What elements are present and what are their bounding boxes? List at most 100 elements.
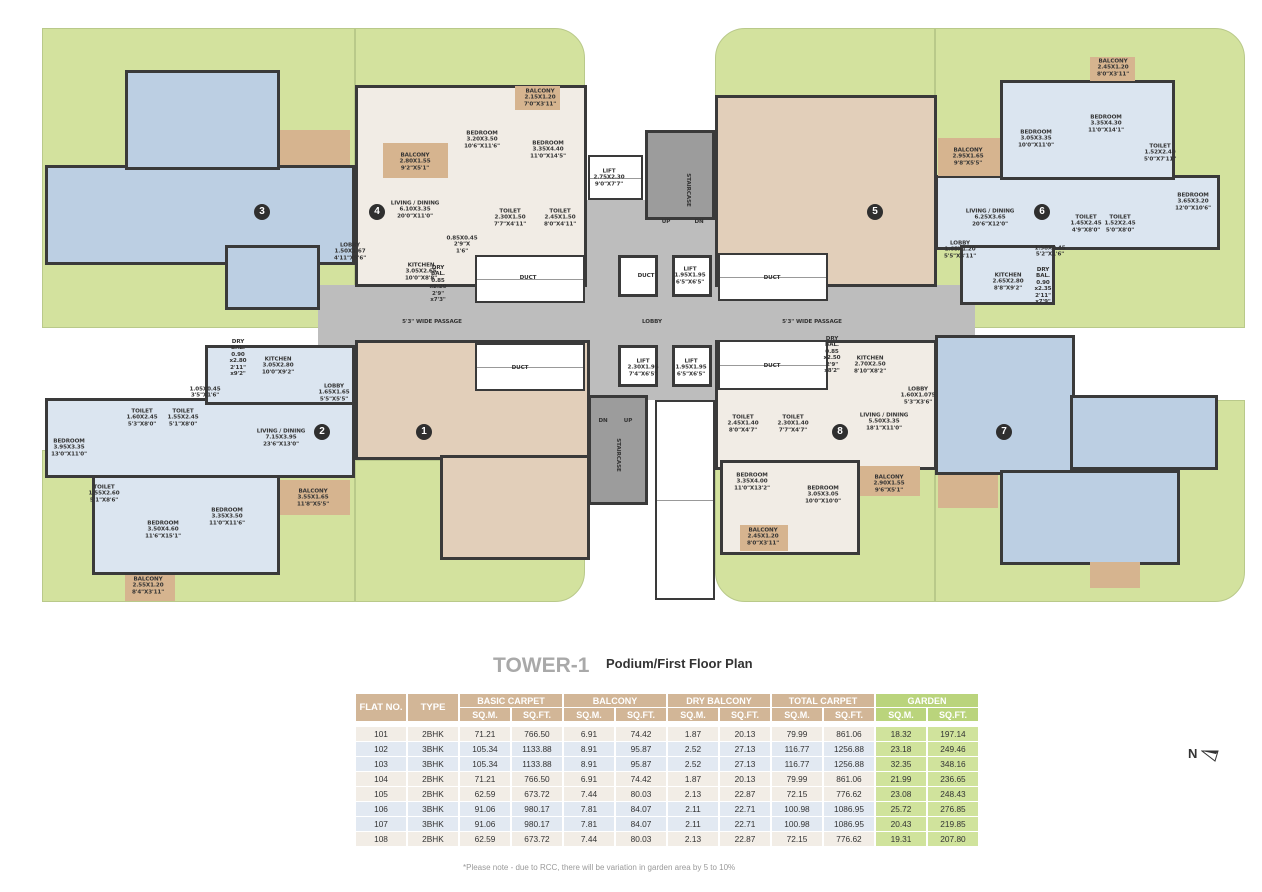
table-cell: 25.72 [876,802,926,816]
table-cell: 105 [356,787,406,801]
room-label: BALCONY 2.45X1.20 8'0"X3'11" [1096,58,1130,78]
table-cell: 105.34 [460,742,510,756]
balcony [938,138,1000,176]
room-label: 1.58X0.45 5'2"X1'6" [1034,245,1066,258]
staircase [645,130,715,220]
north-arrow-icon [1200,750,1219,762]
table-cell: 1256.88 [824,742,874,756]
header-garden: GARDEN [876,694,978,707]
table-cell: 103 [356,757,406,771]
table-cell: 6.91 [564,772,614,786]
room-label: UP [661,218,671,225]
unit-6-bedrooms [1000,80,1175,180]
table-cell: 62.59 [460,787,510,801]
room-label: LIVING / DINING 7.15X3.95 23'6"X13'0" [256,428,306,448]
table-cell: 21.99 [876,772,926,786]
room-label: LIFT 1.95X1.95 6'5"X6'5" [675,358,707,378]
table-cell: 7.81 [564,802,614,816]
floor-title: Podium/First Floor Plan [606,656,753,671]
room-label: LIFT 2.30X1.95 7'4"X6'5" [627,358,659,378]
room-label: LOBBY 1.65X1.20 5'5"X3'11" [943,240,977,260]
unit-number-3: 3 [254,204,270,220]
unit-number-4: 4 [369,204,385,220]
lift [618,255,658,297]
header-sqft: SQ.FT. [824,708,874,721]
unit-number-8: 8 [832,424,848,440]
table-cell: 2.52 [668,757,718,771]
room-label: DRY BAL. 0.85 x2.20 2'9" x7'3" [429,264,447,303]
room-label: 5'3" WIDE PASSAGE [782,318,842,325]
room-label: LIVING / DINING 6.10X3.35 20'0"X11'0" [390,200,440,220]
table-cell: 74.42 [616,772,666,786]
room-label: TOILET 2.30X1.50 7'7"X4'11" [493,208,527,228]
room-label: STAIRCASE [615,438,622,472]
header-sqft: SQ.FT. [720,708,770,721]
room-label: LIVING / DINING 6.25X3.65 20'6"X12'0" [965,208,1015,228]
room-label: TOILET 1.52X2.40 5'0"X7'11" [1143,143,1177,163]
room-label: BEDROOM 3.95X3.35 13'0"X11'0" [51,438,87,458]
table-cell: 1256.88 [824,757,874,771]
lift [672,255,712,297]
lift [672,345,712,387]
table-cell: 62.59 [460,832,510,846]
table-cell: 861.06 [824,772,874,786]
balcony [383,143,448,178]
table-cell: 79.99 [772,727,822,741]
balcony [740,525,788,551]
room-label: BEDROOM 3.35X4.40 11'0"X14'5" [530,140,566,160]
room-label: BEDROOM 3.50X4.60 11'6"X15'1" [145,520,181,540]
table-cell: 776.62 [824,787,874,801]
unit-number-7: 7 [996,424,1012,440]
balcony [280,480,350,515]
table-cell: 91.06 [460,802,510,816]
table-cell: 116.77 [772,757,822,771]
header-sqft: SQ.FT. [512,708,562,721]
room-label: BEDROOM 3.35X4.30 11'0"X14'1" [1088,114,1124,134]
table-cell: 22.87 [720,832,770,846]
table-cell: 102 [356,742,406,756]
table-cell: 108 [356,832,406,846]
table-cell: 249.46 [928,742,978,756]
room-label: KITCHEN 3.05X2.65 10'0"X8'8" [404,262,438,282]
table-cell: 105.34 [460,757,510,771]
tower-title: TOWER-1 [493,654,590,677]
room-label: TOILET 1.60X2.45 5'3"X8'0" [126,408,158,428]
room-label: BALCONY 2.80X1.55 9'2"X5'1" [399,152,431,172]
table-cell: 348.16 [928,757,978,771]
table-cell: 72.15 [772,832,822,846]
table-cell: 248.43 [928,787,978,801]
room-label: LOBBY 1.65X1.65 5'5"X5'5" [318,383,350,403]
room-label: LOBBY 1.50X1.67 4'11"X5'6" [333,242,367,262]
room-label: KITCHEN 2.70X2.50 8'10"X8'2" [853,355,887,375]
unit-6-kitchen [960,245,1055,305]
room-label: TOILET 1.55X2.45 5'1"X8'0" [167,408,199,428]
table-cell: 84.07 [616,817,666,831]
table-cell: 20.13 [720,772,770,786]
table-cell: 207.80 [928,832,978,846]
room-label: DUCT [511,364,529,371]
room-label: TOILET 2.30X1.40 7'7"X4'7" [777,414,809,434]
table-cell: 3BHK [408,817,458,831]
room-label: STAIRCASE [685,173,692,207]
table-cell: 20.13 [720,727,770,741]
table-cell: 2BHK [408,772,458,786]
room-label: TOILET 1.55X2.60 5'1"X8'6" [88,484,120,504]
room-label: LIFT 2.75X2.30 9'0"X7'7" [593,168,625,188]
table-cell: 74.42 [616,727,666,741]
table-cell: 1086.95 [824,817,874,831]
room-label: DUCT [763,362,781,369]
room-label: DRY BAL. 0.90 x2.35 2'11" x7'9" [1034,266,1052,305]
room-label: LOBBY 1.60X1.075 5'3"X3'6" [900,386,936,406]
area-table: FLAT NO. TYPE BASIC CARPET BALCONY DRY B… [354,693,980,847]
lift-shaft [655,400,715,600]
room-label: TOILET 2.45X1.40 8'0"X4'7" [727,414,759,434]
table-cell: 980.17 [512,802,562,816]
unit-2-bedrooms [92,475,280,575]
room-label: 1.05X0.45 3'5"X1'6" [189,386,221,399]
table-cell: 116.77 [772,742,822,756]
table-cell: 219.85 [928,817,978,831]
balcony [515,86,560,110]
table-cell: 100.98 [772,802,822,816]
